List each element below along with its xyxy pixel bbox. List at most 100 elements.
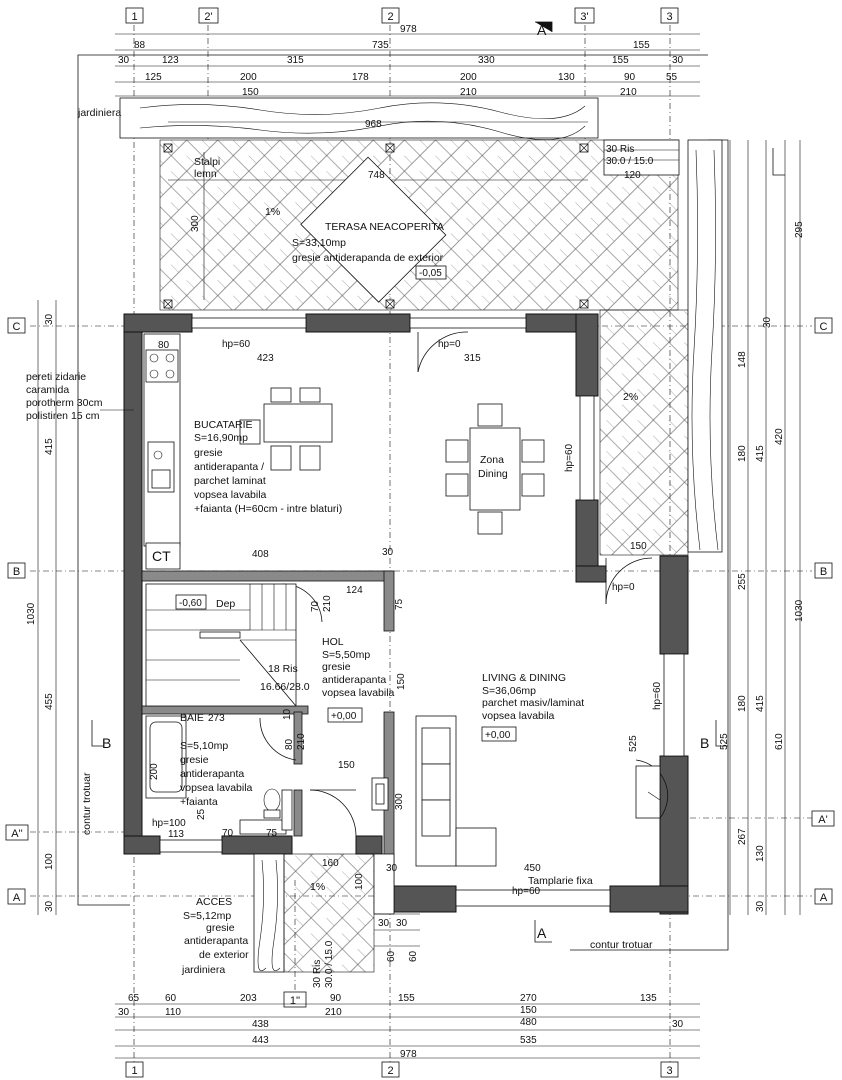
bottom-dimensions: 65 60 203 90 155 270 135 30 110 210 150 …	[115, 993, 700, 1060]
dim: 110	[165, 1007, 181, 1018]
dim: 200	[240, 72, 257, 83]
kitchen-finish: parchet laminat	[194, 475, 266, 487]
bath-area: S=5,10mp	[180, 740, 228, 752]
washbasin	[239, 819, 287, 835]
sill-height: hp=60	[652, 681, 663, 710]
dim: 210	[296, 733, 307, 750]
dim: 30	[118, 1007, 130, 1018]
dim: 968	[365, 119, 382, 130]
bath-finish: +faianta	[180, 796, 218, 808]
dim: 210	[460, 87, 477, 98]
access-paving	[283, 853, 375, 973]
dim: 423	[257, 353, 274, 364]
bath-finish: gresie	[180, 754, 209, 766]
dim: 135	[640, 993, 657, 1004]
kitchen-finish: gresie	[194, 447, 223, 459]
axis-bottom-2: 2	[387, 1065, 393, 1077]
stairs-size: 30.0 / 15.0	[324, 940, 335, 988]
axis-right-C: C	[820, 321, 828, 333]
toilet	[263, 788, 281, 812]
sill-height: hp=0	[438, 339, 461, 350]
bathroom	[145, 715, 293, 835]
dim: 130	[755, 845, 766, 862]
dim: 210	[620, 87, 637, 98]
dim: 70	[222, 828, 234, 839]
dim: 30	[382, 547, 394, 558]
axis-left-C: C	[13, 321, 21, 333]
dim: 60	[408, 950, 419, 962]
stove	[145, 349, 179, 383]
dim: 88	[134, 40, 146, 51]
dim: 420	[774, 428, 785, 445]
posts-label: Stalpi	[194, 156, 220, 168]
axis-bubbles-top: 1 2' 2 3' 3	[125, 7, 679, 24]
kitchen: CT	[143, 333, 333, 570]
axis-top-3prime: 3'	[580, 11, 588, 23]
dim: 408	[252, 549, 269, 560]
dim: 30	[386, 863, 398, 874]
dim: 203	[240, 993, 257, 1004]
living-level: +0,00	[485, 730, 511, 741]
access-finish: antiderapanta	[184, 935, 248, 947]
kitchen-name: BUCATARIE	[194, 419, 253, 431]
dim: 80	[284, 738, 295, 750]
kitchen-finish: vopsea lavabila	[194, 489, 267, 501]
kitchen-finish: +faianta (H=60cm - intre blaturi)	[194, 503, 342, 515]
dim: 1030	[794, 599, 805, 622]
dim: 443	[252, 1035, 269, 1046]
dim: 210	[325, 1007, 342, 1018]
dim: 200	[149, 763, 160, 780]
sidewalk-label-2: contur trotuar	[590, 939, 653, 951]
dim-bottom-total: 978	[400, 1049, 417, 1060]
hall-finish: antiderapanta	[322, 674, 386, 686]
section-b-right: B	[700, 735, 709, 751]
dim: 120	[624, 170, 641, 181]
axis-top-2prime: 2'	[204, 11, 212, 23]
dim: 150	[338, 760, 355, 771]
dim: 80	[158, 340, 170, 351]
section-a-top: A	[537, 22, 547, 38]
dim: 415	[755, 445, 766, 462]
sill-height: hp=100	[152, 818, 186, 829]
stairs-risers: 30 Ris	[606, 144, 634, 155]
axis-bubbles-sides: C B A'' A C B A' A	[5, 317, 835, 905]
slope-label: 1%	[265, 206, 280, 218]
dim: 155	[633, 40, 650, 51]
dim: 150	[520, 1005, 537, 1016]
dim: 270	[520, 993, 537, 1004]
axis-bubbles-bottom: 1 1'' 2 3	[125, 991, 679, 1078]
dim: 30	[44, 313, 55, 325]
dim-top-total: 978	[400, 24, 417, 35]
top-dimensions: 978 88 735 155 30 123 315 330 155 30 125…	[115, 24, 700, 98]
terrace-finish: gresie antiderapanda de exterior	[292, 252, 444, 264]
dim: 130	[558, 72, 575, 83]
dim: 200	[460, 72, 477, 83]
dim: 150	[242, 87, 259, 98]
terrace-level: -0,05	[419, 268, 442, 279]
dim: 30	[672, 55, 684, 66]
dim: 113	[168, 829, 184, 840]
kitchen-area: S=16,90mp	[194, 432, 248, 444]
dim: 100	[44, 853, 55, 870]
axis-top-2: 2	[387, 11, 393, 23]
axis-left-A2: A''	[11, 828, 23, 840]
dim: 415	[44, 438, 55, 455]
dim: 25	[196, 808, 207, 820]
hall-finish: gresie	[322, 661, 351, 673]
planter-access	[253, 853, 285, 973]
access-name: ACCES	[196, 896, 232, 908]
terrace-side-paving	[599, 309, 689, 556]
dim: 160	[322, 858, 339, 869]
dim: 415	[755, 695, 766, 712]
terrace	[119, 97, 723, 556]
dim: 123	[162, 55, 179, 66]
stairs-risers: 30 Ris	[312, 960, 323, 988]
dim: 125	[145, 72, 162, 83]
section-a-bottom: A	[537, 925, 547, 941]
dim: 30	[396, 918, 408, 929]
plan-labels: pereti zidarie caramida porotherm 30cm p…	[26, 339, 663, 988]
right-dimensions: 295 30 148 180 415 420 255 1030 180 415 …	[719, 140, 805, 915]
dim: 150	[396, 673, 407, 690]
dim: 610	[774, 733, 785, 750]
section-marks: A B B A	[91, 21, 785, 943]
